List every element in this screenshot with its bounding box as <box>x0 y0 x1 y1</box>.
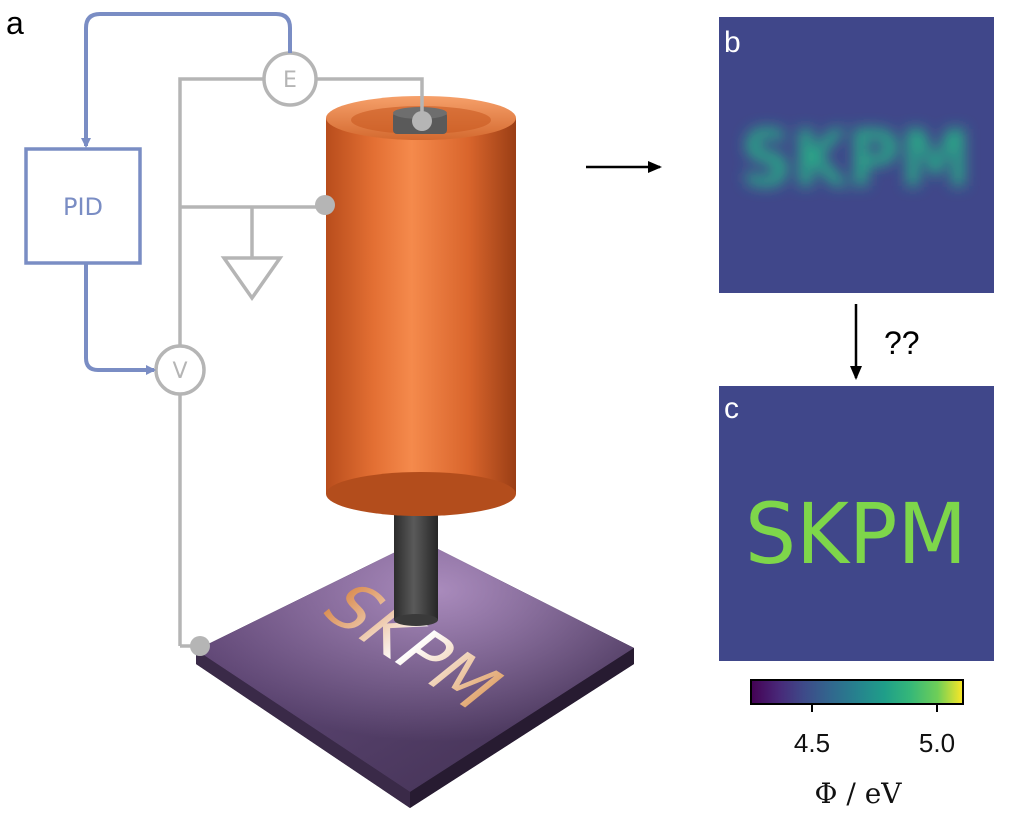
uncertain-arrow-label: ?? <box>884 325 920 361</box>
panel-b: SKPM b <box>719 17 994 293</box>
probe-tip <box>394 508 438 620</box>
colorbar-tick-label: 4.5 <box>794 728 830 758</box>
panel-label-c: c <box>724 392 739 425</box>
panel-c-text: SKPM <box>745 485 967 583</box>
panel-b-blurred-text: SKPM <box>741 115 971 205</box>
voltage-source: V <box>154 344 206 396</box>
ground-icon <box>220 207 284 302</box>
panel-c: SKPM c <box>719 386 994 661</box>
panel-label-b: b <box>724 26 741 59</box>
voltage-label: V <box>172 359 187 384</box>
colorbar-tick-label: 5.0 <box>919 728 955 758</box>
contact-dot-cylinder <box>315 195 335 215</box>
contact-dot-tip <box>412 111 432 131</box>
panel-label-a: a <box>6 5 24 41</box>
electrometer-label: E <box>283 68 297 93</box>
colorbar: 4.5 5.0 Φ / eV <box>750 679 964 810</box>
probe-tip-end <box>394 614 438 626</box>
electrometer: E <box>262 51 318 107</box>
pid-feedback-loop <box>81 12 292 375</box>
colorbar-axis-title: Φ / eV <box>815 777 903 810</box>
sample-plate: SKPM <box>196 540 634 808</box>
contact-dot-sample <box>190 636 210 656</box>
pid-label: PID <box>63 193 103 221</box>
pid-controller: PID <box>24 147 142 265</box>
probe-cylinder <box>326 96 516 516</box>
